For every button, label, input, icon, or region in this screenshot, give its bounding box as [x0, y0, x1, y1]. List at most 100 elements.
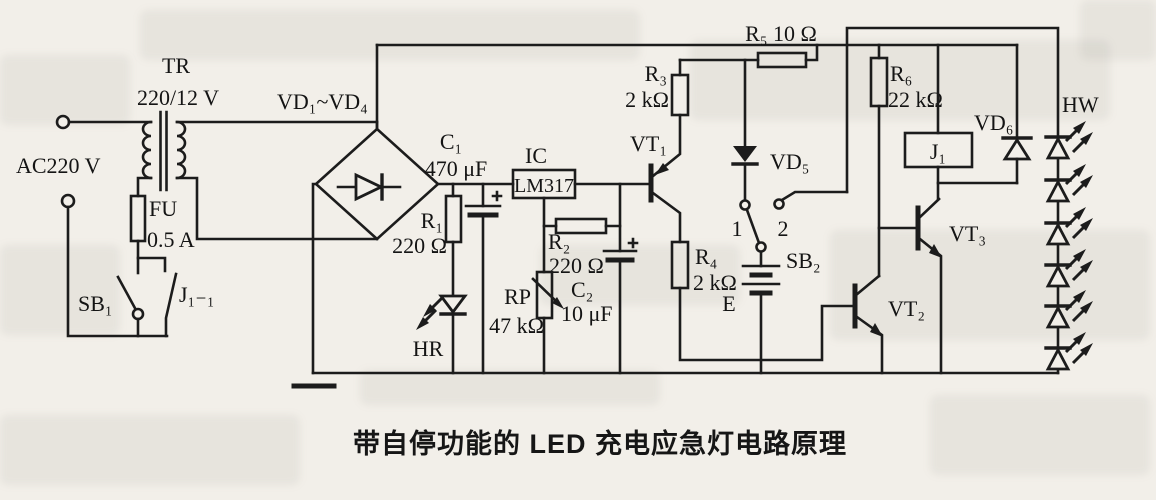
transformer: TR 220/12 V: [136, 53, 379, 241]
hr-label: HR: [413, 336, 444, 361]
wiper-arrowhead: [552, 297, 564, 309]
rp-label: RP: [504, 284, 531, 309]
wire: [175, 176, 379, 241]
power-rails: [291, 26, 1060, 389]
bleed-through-smudge: [0, 245, 120, 335]
switch-blade: [116, 275, 138, 312]
fuse-rating-label: 0.5 A: [147, 227, 195, 252]
battery-label: E: [722, 291, 735, 316]
wire: [311, 182, 318, 375]
r3-label: R₃: [645, 61, 667, 86]
led: [1044, 205, 1095, 246]
plus-icon: [491, 190, 503, 202]
sb2-label: SB₂: [786, 248, 821, 273]
sb1-label: SB₁: [78, 291, 113, 316]
emitter-lead: [918, 237, 943, 375]
rp-value-label: 47 kΩ: [489, 313, 544, 338]
vd6-label: VD₆: [974, 110, 1013, 135]
resistor-r1: R₁ 220 Ω: [392, 182, 463, 298]
resistor-body: [554, 217, 608, 235]
position-2-label: 2: [778, 216, 789, 241]
j1-1-label: J₁₋₁: [179, 282, 215, 307]
switch-pivot: [131, 307, 145, 321]
led: [1044, 119, 1095, 160]
led-string-hw: HW: [1044, 92, 1099, 375]
ac-voltage-label: AC220 V: [16, 153, 101, 178]
fuse: FU 0.5 A: [129, 194, 195, 275]
bridge-body: [314, 127, 440, 241]
c1-label: C₁: [440, 129, 462, 154]
resistor-r6: R₆ 22 kΩ: [869, 43, 943, 278]
diode-vd6: VD₆: [974, 43, 1033, 185]
transformer-label: TR: [162, 53, 190, 78]
ic-label: IC: [525, 143, 547, 168]
collector-lead: [651, 191, 682, 244]
vd5-label: VD₅: [770, 149, 809, 174]
r6-label: R₆: [890, 61, 912, 86]
r3-value-label: 2 kΩ: [625, 87, 669, 112]
common-contact: [755, 241, 767, 253]
plus-icon: [627, 237, 639, 249]
vt3-label: VT₃: [949, 221, 986, 246]
wire: [678, 286, 854, 362]
diode-triangle: [354, 172, 385, 202]
bridge-label: VD₁~VD₄: [277, 89, 368, 114]
collector-lead: [918, 197, 941, 219]
resistor-r3: R₃ 2 kΩ: [625, 58, 690, 117]
r2-value-label: 220 Ω: [549, 253, 604, 278]
c2-label: C₂: [571, 277, 593, 302]
contact-2: [773, 198, 785, 210]
resistor-r2: R₂ 220 Ω: [542, 196, 622, 278]
wire: [780, 190, 849, 202]
transformer-core: [159, 110, 168, 192]
vt2-label: VT₂: [888, 296, 925, 321]
bleed-through-smudge: [360, 370, 660, 405]
battery-e: E: [722, 264, 781, 375]
emitter-arrowhead: [655, 163, 669, 175]
contact-1: [739, 199, 751, 211]
wire: [136, 176, 153, 198]
fuse-label: FU: [149, 196, 177, 221]
emitter-arrowhead: [929, 244, 942, 258]
led: [1044, 162, 1095, 203]
transistor-vt3: VT₃: [877, 197, 986, 375]
r1-label: R₁: [421, 208, 443, 233]
wiper-arrow: [531, 277, 560, 305]
resistor-body: [670, 240, 690, 290]
transistor-vt2: VT₂: [852, 274, 925, 375]
figure-caption: 带自停功能的 LED 充电应急灯电路原理: [352, 429, 848, 459]
emitter-arrowhead: [870, 323, 883, 337]
hw-label: HW: [1062, 92, 1099, 117]
r2-label: R₂: [548, 229, 570, 254]
ic-lm317: IC LM317: [511, 143, 577, 200]
transformer-ratio-label: 220/12 V: [137, 85, 219, 110]
primary-coil: [141, 120, 153, 180]
bleed-through-smudge: [140, 10, 640, 60]
led: [1044, 330, 1095, 371]
wire: [804, 43, 819, 62]
resistor-body: [444, 194, 463, 244]
switch-blade: [164, 272, 178, 338]
diode-triangle: [1002, 137, 1032, 161]
switch-blade: [745, 208, 761, 245]
bridge-rectifier: VD₁~VD₄: [277, 89, 440, 241]
r4-label: R₄: [695, 244, 717, 269]
bleed-through-smudge: [0, 55, 130, 125]
diode-vd5: VD₅: [731, 58, 809, 202]
collector-lead: [854, 274, 881, 297]
bleed-through-smudge: [540, 245, 740, 305]
position-1-label: 1: [732, 216, 743, 241]
led-hr: HR: [413, 294, 468, 375]
emitter-lead: [855, 315, 884, 375]
ac-terminal-top: [55, 114, 71, 130]
led: [1044, 288, 1095, 329]
led-triangle: [438, 294, 468, 315]
r1-value-label: 220 Ω: [392, 233, 447, 258]
c2-value-label: 10 μF: [561, 301, 613, 326]
ac-terminal-bottom: [60, 193, 76, 209]
bleed-through-smudge: [0, 415, 300, 485]
r5-label: R₅ 10 Ω: [745, 21, 817, 46]
led: [1044, 247, 1095, 288]
r4-value-label: 2 kΩ: [693, 270, 737, 295]
